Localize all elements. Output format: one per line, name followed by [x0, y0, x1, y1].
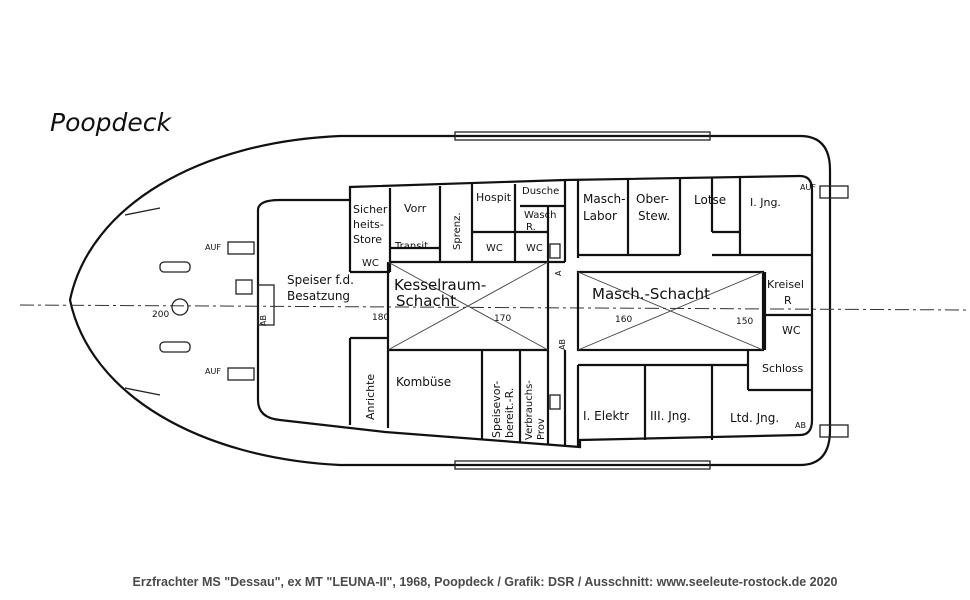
- room-verbrauchsprov: Verbrauchs- Prov: [524, 377, 547, 440]
- image-caption: Erzfrachter MS "Dessau", ex MT "LEUNA-II…: [132, 575, 838, 589]
- frame-170: 170: [494, 314, 511, 324]
- frame-200: 200: [152, 310, 169, 320]
- frame-180: 180: [372, 313, 389, 323]
- room-transit: Transit: [394, 241, 428, 252]
- center-line: [19, 304, 970, 311]
- room-kombuese: Kombüse: [396, 375, 451, 389]
- mark-ab-1: AB: [795, 421, 806, 430]
- room-kreisel: Kreisel R: [767, 278, 807, 307]
- room-anrichte: Anrichte: [364, 374, 377, 420]
- room-hospit: Hospit: [476, 191, 512, 204]
- room-ltdjng: Ltd. Jng.: [730, 411, 779, 425]
- mark-auf-1: AUF: [205, 243, 221, 252]
- room-iiijng: III. Jng.: [650, 409, 691, 423]
- room-wc-4: WC: [782, 324, 801, 337]
- frame-160: 160: [615, 315, 632, 325]
- room-kesselraum: Kesselraum- Schacht: [394, 276, 491, 310]
- deckhouse-outline: [256, 174, 814, 449]
- room-wc-2: WC: [486, 243, 503, 254]
- room-speisevorbereit: Speisevor- bereit.-R.: [490, 377, 516, 438]
- room-wc-1: WC: [362, 258, 379, 269]
- room-ielektr: I. Elektr: [583, 409, 629, 423]
- room-lotse: Lotse: [694, 193, 726, 207]
- mark-a-1: A: [554, 270, 563, 276]
- room-wc-3: WC: [526, 243, 543, 254]
- room-speiser: Speiser f.d. Besatzung: [287, 273, 358, 303]
- room-ijng: I. Jng.: [750, 196, 781, 209]
- room-vorr: Vorr: [404, 202, 427, 215]
- room-schloss: Schloss: [762, 362, 804, 375]
- room-labels: Sicher heits- Store WC Vorr Transit Spre…: [287, 186, 807, 440]
- room-maschschacht: Masch.-Schacht: [592, 285, 710, 303]
- plan-title: Poopdeck: [50, 108, 173, 137]
- mark-auf-3: AUF: [800, 183, 816, 192]
- mark-auf-2: AUF: [205, 367, 221, 376]
- interior-walls: [348, 178, 812, 446]
- room-maschlabor: Masch- Labor: [583, 192, 629, 223]
- frame-150: 150: [736, 317, 753, 327]
- hull-outline: [68, 131, 832, 470]
- room-obersteward: Ober- Stew.: [636, 192, 673, 223]
- room-wasch: Wasch R.: [524, 210, 560, 233]
- deck-marks: AUF AUF AUF AB AB AB A 200 180 170 160 1…: [152, 183, 816, 430]
- room-sprenz: Sprenz.: [452, 212, 463, 250]
- room-sicherheitsstore: Sicher heits- Store: [353, 203, 391, 246]
- mark-ab-2: AB: [558, 339, 567, 350]
- room-dusche: Dusche: [522, 186, 559, 197]
- deck-fittings: [159, 185, 849, 438]
- mark-ab-3: AB: [259, 315, 268, 326]
- shaft-crosses: [387, 261, 764, 351]
